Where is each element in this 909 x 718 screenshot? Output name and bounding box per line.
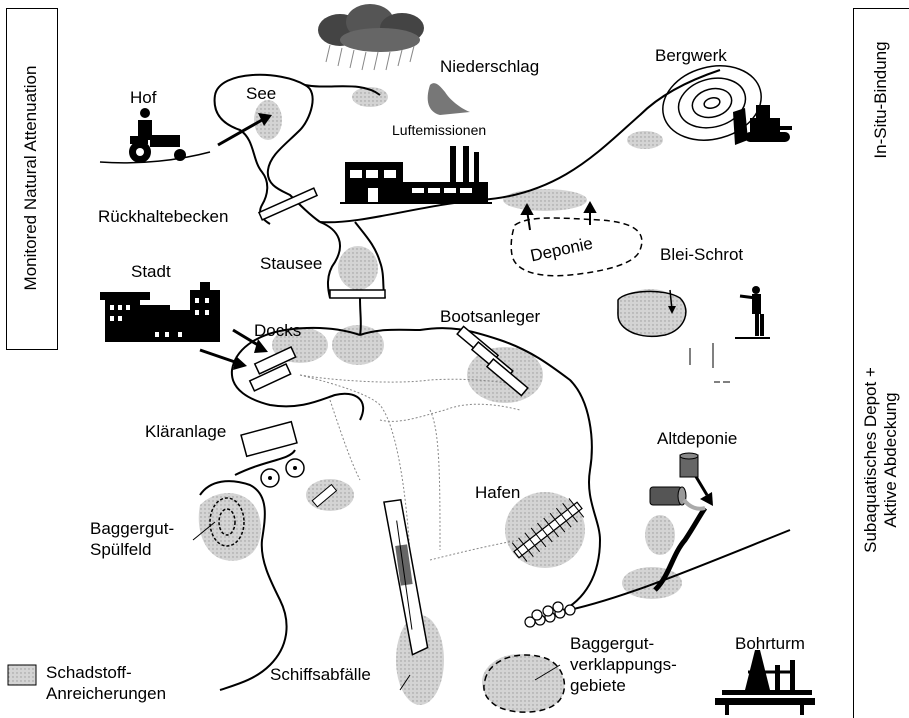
contamination-docks-channel	[332, 325, 384, 365]
deponie-outline	[510, 217, 643, 277]
label-stausee: Stausee	[260, 254, 323, 273]
legend-line2: Anreicherungen	[46, 684, 167, 703]
label-rueckhaltebecken: Rückhaltebecken	[98, 207, 229, 226]
oil-rig-icon	[715, 650, 815, 715]
shot-marks	[689, 343, 730, 383]
contamination-see-east	[352, 87, 388, 107]
label-altdeponie: Altdeponie	[657, 429, 738, 448]
legend-swatch	[7, 664, 37, 686]
label-verklappung-line2: verklappungs-	[570, 655, 677, 674]
deponie-arrows	[520, 200, 597, 231]
contamination-spuelfeld	[198, 493, 261, 561]
contamination-mine-river	[627, 131, 663, 149]
sidebar-left-label: Monitored Natural Attenuation	[21, 65, 40, 291]
bootsanleger-piers	[456, 325, 529, 397]
label-niederschlag: Niederschlag	[440, 57, 540, 76]
hunter-icon	[735, 286, 770, 339]
mine-icon	[662, 65, 762, 141]
label-verklappung-line3: gebiete	[570, 676, 626, 695]
contamination-altdeponie-river	[645, 515, 675, 555]
label-hafen: Hafen	[475, 483, 521, 502]
sidebar-right-box	[853, 8, 909, 718]
sidebar-right-top-label: In-Situ-Bindung	[871, 41, 890, 159]
label-bootsanleger: Bootsanleger	[440, 307, 541, 326]
ship-icon	[383, 498, 429, 656]
contamination-altdeponie-shore	[622, 567, 682, 599]
sidebar-left-box	[6, 8, 58, 350]
label-docks: Docks	[254, 321, 302, 340]
label-luftemissionen: Luftemissionen	[392, 122, 487, 138]
label-schiffsabfaelle: Schiffsabfälle	[270, 665, 371, 684]
label-hof: Hof	[130, 88, 157, 107]
label-stadt: Stadt	[131, 262, 171, 281]
cloud-icon	[318, 4, 424, 71]
klaeranlage-plant	[240, 420, 338, 508]
sidebar-right-bottom-line1: Subaquatisches Depot +	[861, 367, 880, 553]
input-arrowheads	[233, 113, 713, 506]
shipping-channels	[299, 374, 521, 601]
label-verklappung-line1: Baggergut-	[570, 634, 655, 653]
riprap-stones	[524, 601, 576, 628]
contamination-stausee	[338, 246, 378, 290]
emission-smoke-icon	[427, 83, 470, 115]
sidebar-right-bottom-label: Subaquatisches Depot + Aktive Abdeckung	[861, 367, 901, 553]
stausee-dam	[329, 289, 386, 299]
label-spuelfeld-line1: Baggergut-	[90, 519, 175, 538]
hafen-pier	[511, 498, 585, 562]
barrel-icon	[649, 452, 706, 511]
contamination-deponie-river	[503, 189, 587, 211]
city-icon	[100, 282, 220, 342]
contamination-schiffsabfaelle	[396, 615, 444, 705]
label-bohrturm: Bohrturm	[735, 634, 805, 653]
bulldozer-icon	[733, 105, 792, 145]
sidebar-right-bottom-line2: Aktive Abdeckung	[881, 392, 900, 528]
legend-line1: Schadstoff-	[46, 663, 132, 682]
label-bergwerk: Bergwerk	[655, 46, 727, 65]
label-blei-schrot: Blei-Schrot	[660, 245, 744, 264]
verklappung-area	[483, 654, 566, 713]
factory-icon	[340, 146, 492, 204]
tractor-icon	[99, 108, 211, 164]
label-see: See	[246, 84, 277, 103]
contamination-areas	[198, 87, 683, 710]
label-spuelfeld-line2: Spülfeld	[90, 540, 152, 559]
input-arrows	[199, 118, 709, 496]
rueckhaltebecken-dam	[257, 187, 319, 221]
docks-piers	[248, 346, 297, 392]
spuelfeld-rings	[209, 497, 245, 547]
blei-schrot-pond	[617, 290, 687, 337]
label-klaeranlage: Kläranlage	[145, 422, 227, 441]
